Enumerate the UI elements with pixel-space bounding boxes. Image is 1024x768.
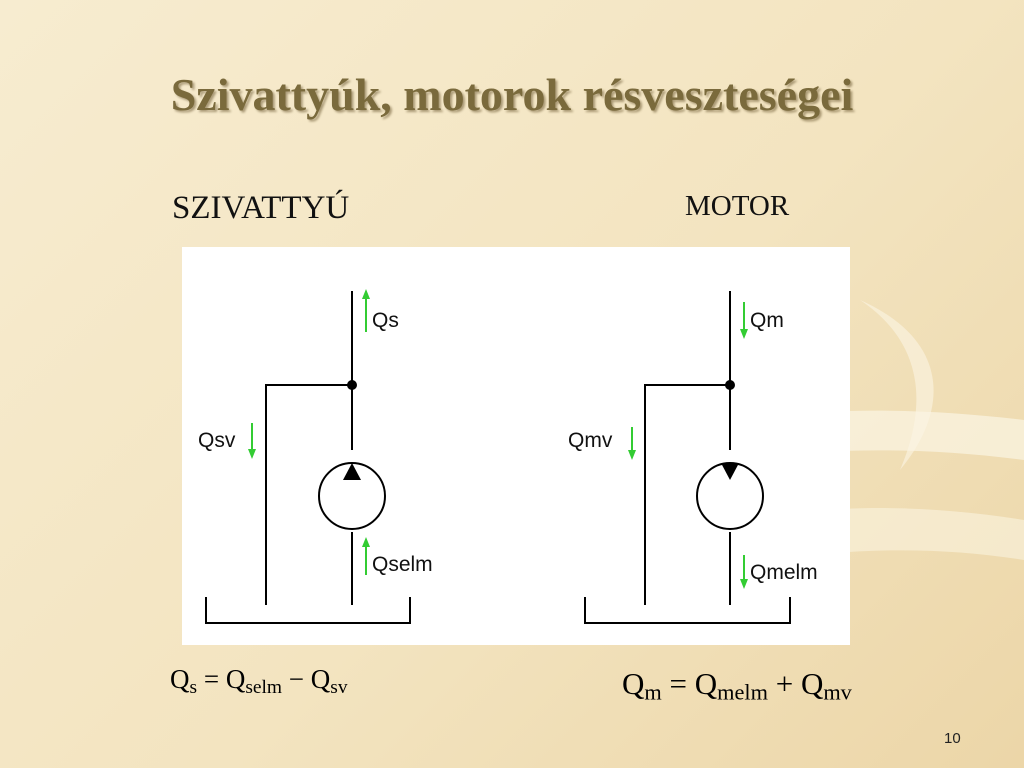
pump-junction <box>347 380 357 390</box>
pump-circuit <box>205 291 411 624</box>
motor-flow-arrows <box>628 302 748 589</box>
motor-equation: Qm = Qmelm + Qmv <box>622 666 852 705</box>
motor-triangle-icon <box>721 463 739 480</box>
label-qm: Qm <box>750 309 784 332</box>
pump-triangle-icon <box>343 463 361 480</box>
pump-heading: SZIVATTYÚ <box>172 190 350 226</box>
label-qmv: Qmv <box>568 429 613 452</box>
label-qs: Qs <box>372 309 399 332</box>
label-qsv: Qsv <box>198 429 236 452</box>
slide-number: 10 <box>944 730 961 747</box>
motor-heading: MOTOR <box>685 190 790 222</box>
pump-flow-arrows <box>248 289 370 575</box>
diagram-panel: Qs Qsv Qselm Qm Qmv Qmelm <box>182 247 850 645</box>
slide-title: Szivattyúk, motorok résveszteségei <box>170 69 854 120</box>
label-qselm: Qselm <box>372 553 433 576</box>
hydraulic-diagram <box>205 289 791 624</box>
label-qmelm: Qmelm <box>750 561 818 584</box>
pump-equation: Qs = Qselm − Qsv <box>170 664 348 698</box>
motor-circuit <box>584 291 791 624</box>
motor-junction <box>725 380 735 390</box>
